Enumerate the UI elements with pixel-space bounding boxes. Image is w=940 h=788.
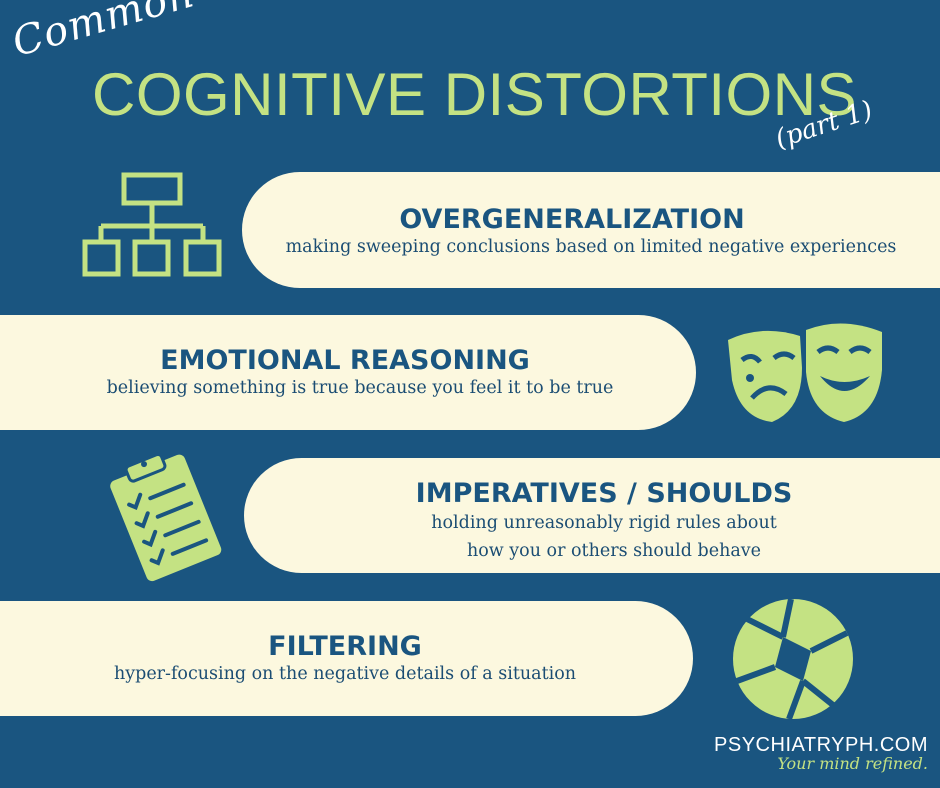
card-heading: EMOTIONAL REASONING [160,345,530,376]
card-description-line2: how you or others should behave [466,541,762,561]
card-description: hyper-focusing on the negative details o… [113,664,577,684]
theater-masks-icon [728,323,882,422]
card-heading: FILTERING [268,631,422,662]
tagline: Your mind refined. [777,754,928,773]
card-description-line1: holding unreasonably rigid rules about [431,513,777,533]
card-imperatives-shoulds: IMPERATIVES / SHOULDS holding unreasonab… [244,458,940,573]
card-description: making sweeping conclusions based on lim… [285,237,897,257]
card-overgeneralization: OVERGENERALIZATION making sweeping concl… [242,172,940,288]
card-heading: OVERGENERALIZATION [399,204,745,235]
hierarchy-icon [82,172,222,277]
clipboard-checklist-icon [110,452,222,582]
page-title: COGNITIVE DISTORTIONS [92,61,858,128]
website-label: PSYCHIATRYPH.COM [714,734,928,756]
card-emotional-reasoning: EMOTIONAL REASONING believing something … [0,315,696,430]
card-heading: IMPERATIVES / SHOULDS [415,478,793,509]
camera-aperture-icon [733,598,853,721]
card-filtering: FILTERING hyper-focusing on the negative… [0,601,693,716]
card-description: believing something is true because you … [106,378,614,398]
title-script-common: Common [7,0,200,66]
